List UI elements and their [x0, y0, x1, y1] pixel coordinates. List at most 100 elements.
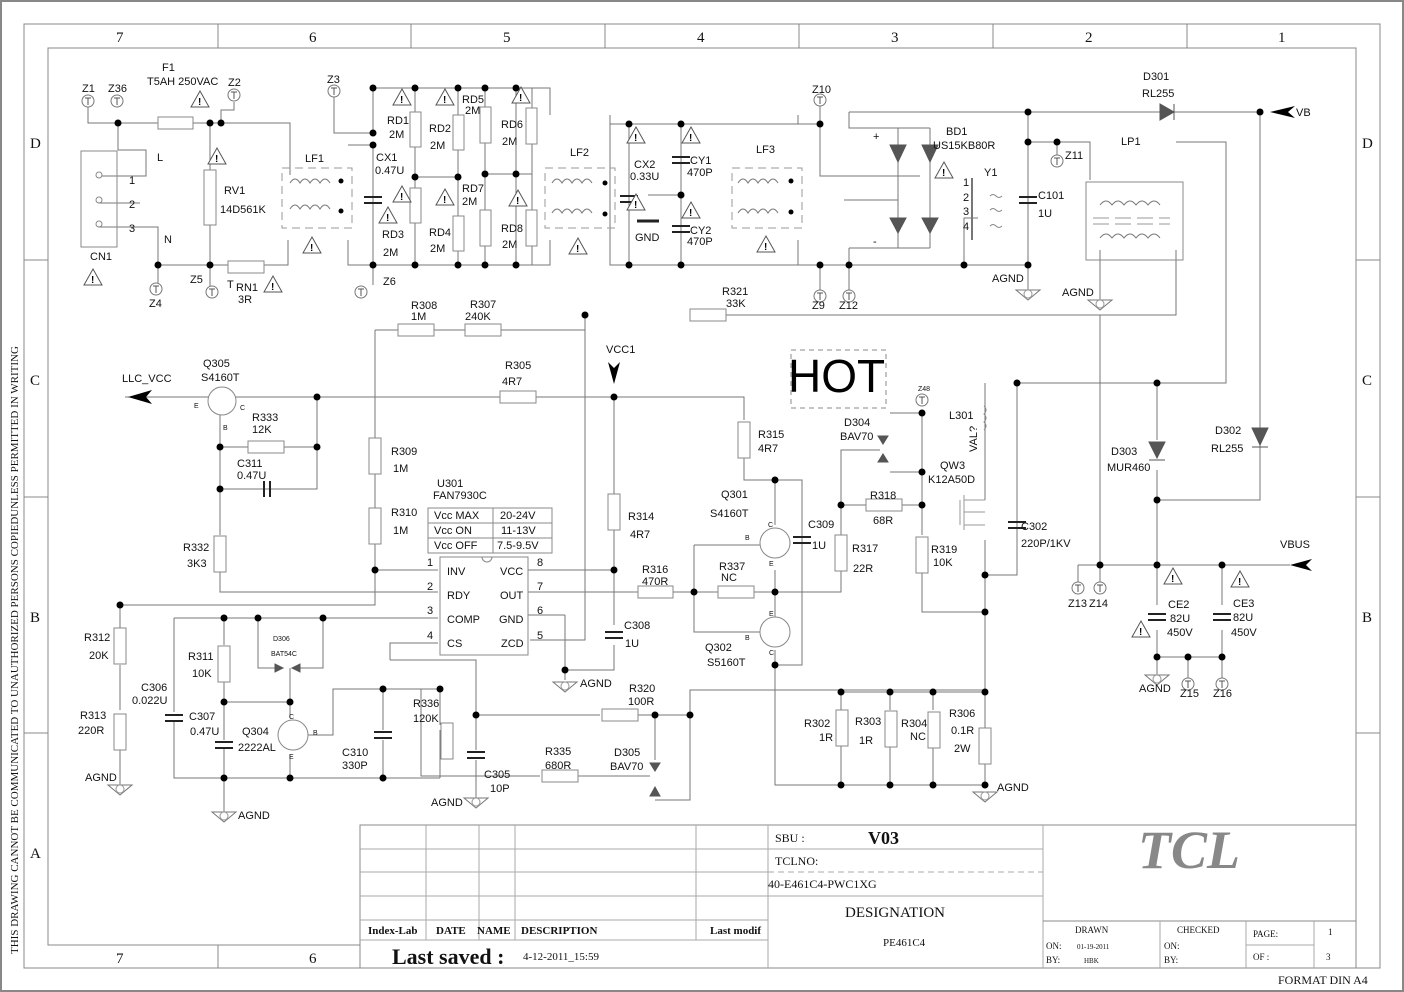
LP1-ref: LP1: [1121, 136, 1141, 148]
R312-ref: R312: [84, 632, 110, 644]
row-label-d-right: D: [1362, 136, 1373, 152]
R332-value: 3K3: [187, 558, 207, 570]
junction-dot: [1184, 653, 1192, 661]
agnd-label-c101: AGND: [992, 273, 1024, 285]
VB-label: VB: [1296, 107, 1311, 119]
R332-ref: R332: [183, 542, 209, 554]
R320-ref: R320: [629, 683, 655, 695]
page-value: 1: [1328, 927, 1333, 937]
R306-ref: R306: [949, 708, 975, 720]
CN1-ref: CN1: [90, 251, 112, 263]
Z6-label: Z6: [383, 276, 396, 288]
CY2-value: 470P: [687, 236, 713, 248]
D306-value: BAT54C: [271, 651, 297, 658]
R302-ref: R302: [804, 718, 830, 730]
junction-dot: [313, 393, 321, 401]
agnd-ground-icon: [1087, 299, 1113, 311]
row-label-d: D: [30, 136, 41, 152]
of-label: OF :: [1253, 952, 1269, 962]
U301-ic: [427, 507, 553, 656]
QW3-mosfet: [959, 495, 985, 530]
junction-dot: [379, 685, 387, 693]
D302-value: RL255: [1211, 443, 1243, 455]
U301-pin-CS: CS: [447, 638, 462, 650]
junction-dot: [929, 688, 937, 696]
F1-fuse: [157, 116, 194, 130]
junction-dot: [771, 588, 779, 596]
junction-dot: [206, 261, 214, 269]
warning-icon: [435, 188, 455, 207]
resistors: [113, 106, 992, 783]
D304-ref: D304: [844, 417, 870, 429]
R302-resistor: [835, 709, 849, 747]
C308-value: 1U: [625, 638, 639, 650]
test-point-icon: [81, 94, 95, 108]
junction-dot: [116, 601, 124, 609]
U301-pin-GND: GND: [499, 614, 524, 626]
Q301-ref: Q301: [721, 489, 748, 501]
warning-icon: [378, 206, 398, 225]
CX1-value: 0.47U: [375, 165, 404, 177]
Z2-label: Z2: [228, 77, 241, 89]
junction-dot: [918, 501, 926, 509]
U301-pin-1: 1: [427, 557, 433, 569]
D302-diode: [1251, 427, 1269, 447]
GND-label: GND: [635, 232, 660, 244]
Z9-label: Z9: [812, 300, 825, 312]
Q305-ref: Q305: [203, 358, 230, 370]
warning-icon: [934, 161, 954, 180]
vcc-off-param: Vcc OFF: [434, 540, 478, 552]
LF2-ref: LF2: [570, 147, 589, 159]
R333-value: 12K: [252, 424, 272, 436]
junction-dot: [1153, 561, 1161, 569]
Z48-label: Z48: [918, 386, 930, 393]
agnd-ground-icon: [107, 784, 133, 796]
R311-ref: R311: [188, 651, 213, 663]
junction-dot: [561, 666, 569, 674]
junction-dot: [481, 170, 489, 178]
R307-value: 240K: [465, 311, 491, 323]
junction-dot: [216, 485, 224, 493]
RD6-value: 2M: [502, 136, 517, 148]
R308-resistor: [397, 323, 435, 337]
R309-value: 1M: [393, 463, 408, 475]
warning-icon: [1163, 567, 1183, 586]
Q301-pin-B: B: [745, 535, 750, 542]
R317-value: 22R: [853, 563, 873, 575]
junction-dot: [1053, 138, 1061, 146]
Z3-label: Z3: [327, 74, 340, 86]
C101-capacitor: [1019, 196, 1037, 204]
U301-pin-8: 8: [537, 557, 543, 569]
junction-dot: [1013, 379, 1021, 387]
R307-resistor: [464, 323, 502, 337]
junction-dot: [481, 261, 489, 269]
junction-dot: [369, 129, 377, 137]
junction-dot: [254, 614, 262, 622]
test-point-icon: [205, 285, 219, 299]
junction-dot: [411, 84, 419, 92]
C305-value: 10P: [490, 783, 510, 795]
warning-icon: [626, 126, 646, 145]
F1-value: T5AH 250VAC: [147, 76, 218, 88]
RD3-resistor: [409, 187, 422, 224]
CN1-connector: [80, 150, 118, 248]
RD4-value: 2M: [430, 243, 445, 255]
junction-dot: [816, 261, 824, 269]
agnd-label-c305: AGND: [431, 797, 463, 809]
junction-dot: [677, 120, 685, 128]
R312-value: 20K: [89, 650, 109, 662]
warning-icon: [1230, 570, 1250, 589]
warning-icons: [83, 86, 1250, 639]
VBUS-label: VBUS: [1280, 539, 1310, 551]
R314-ref: R314: [628, 511, 654, 523]
R333-resistor: [247, 440, 285, 454]
agnd-ground-icon: [211, 811, 237, 823]
RD4-ref: RD4: [429, 227, 451, 239]
vcc-on-value: 11-13V: [501, 525, 536, 537]
CX2-ref: CX2: [634, 159, 655, 171]
junction-dot: [625, 120, 633, 128]
junction-dot: [960, 261, 968, 269]
U301-pin-3: 3: [427, 605, 433, 617]
C311-value: 0.47U: [237, 470, 266, 482]
junction-dot: [454, 84, 462, 92]
